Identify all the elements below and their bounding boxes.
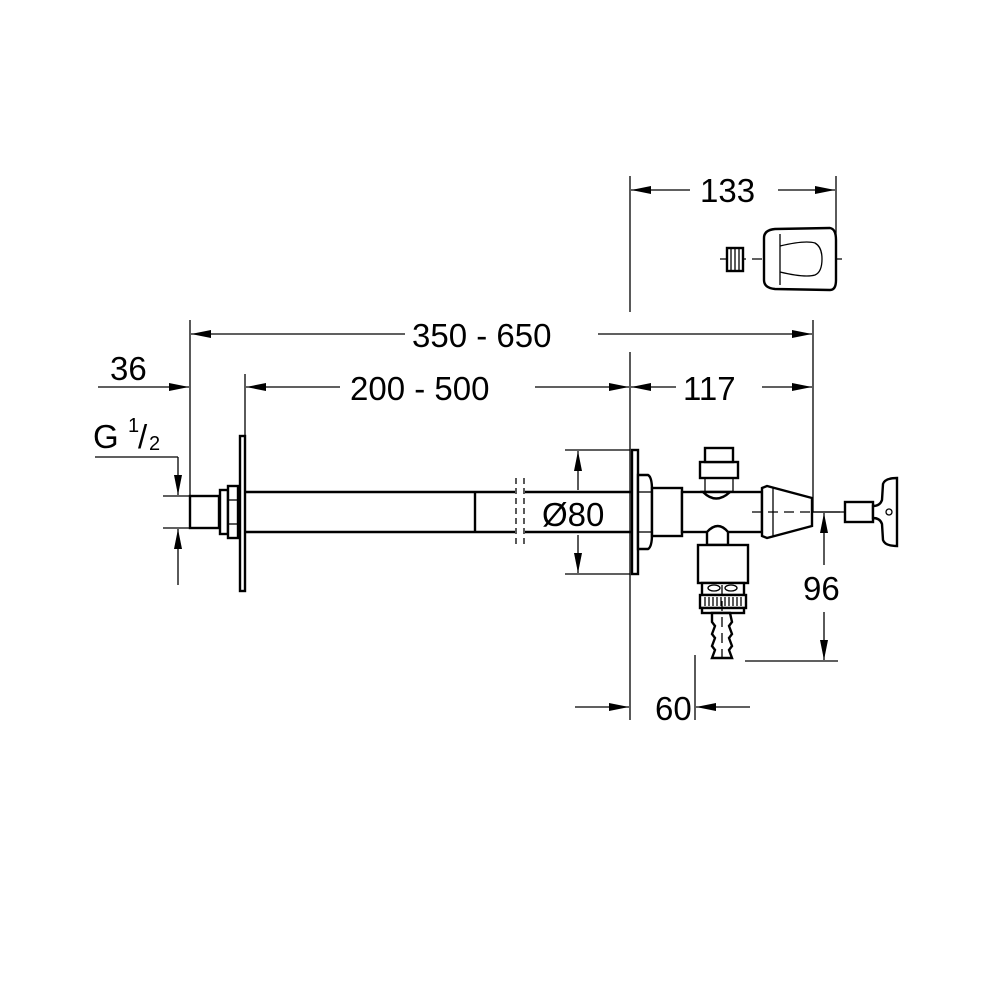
dim-valve-body-length: 117 [683,370,736,407]
valve-body [630,446,899,576]
dim-outlet-offset: 60 [655,690,692,727]
top-cap [703,446,735,464]
dimension-line-36: 36 [98,350,189,391]
dim-flange-diameter: Ø80 [542,496,604,533]
handle-cap [762,226,838,292]
dimension-line-96: 96 [803,513,840,660]
dimension-line-350-650: 350 - 650 [191,317,812,354]
outlet-body [696,543,750,585]
thread-fraction-numerator: 1 [128,415,139,437]
knurled-ring [698,593,748,610]
dimension-line-117: 117 [631,370,812,407]
thread-fraction-denominator: 2 [149,433,160,455]
key-stem [843,500,875,524]
key-handle [871,476,899,548]
dimension-line-80: Ø80 [542,451,604,573]
dimension-line-60: 60 [575,690,750,727]
loose-handle [720,226,845,292]
dim-outlet-height: 96 [803,570,840,607]
hex-nut [636,473,654,551]
dim-pipe-length: 200 - 500 [350,370,489,407]
wall-connection [188,434,247,593]
thread-label: G [93,418,119,455]
dim-overall-length: 350 - 650 [412,317,551,354]
dim-handle-width: 133 [700,172,755,209]
dimension-line-133: 133 [631,172,835,209]
threaded-nipple [188,494,221,530]
dim-wall-offset: 36 [110,350,147,387]
dimension-line-200-500: 200 - 500 [246,370,629,407]
hose-outlet [696,524,750,660]
fraction-slash: / [138,418,148,455]
wall-rosette [238,434,247,593]
thread-callout: G 1 / 2 [93,415,182,585]
pipe [245,478,632,546]
